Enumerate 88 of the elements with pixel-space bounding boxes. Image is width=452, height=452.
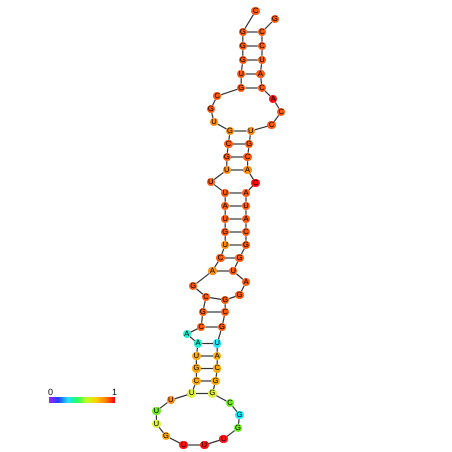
backbone-line [196, 273, 210, 284]
base-pair-line [200, 368, 213, 370]
backbone-line [249, 173, 254, 180]
base-pair-line [231, 156, 244, 158]
base-pair-line [196, 392, 208, 394]
backbone-line [159, 402, 168, 409]
backbone-line [221, 248, 224, 254]
backbone-line [211, 112, 214, 118]
backbone-line [190, 328, 198, 333]
backbone-line [224, 304, 226, 308]
backbone-line [158, 426, 164, 434]
backbone-line [242, 36, 244, 42]
base-pair-line [229, 231, 242, 233]
backbone-line [216, 360, 218, 364]
backbone-line [224, 223, 226, 228]
base-pair-line [245, 87, 258, 89]
backbone-line [236, 273, 244, 280]
backbone-line [245, 223, 247, 228]
backbone-line [217, 124, 227, 130]
backbone-line [234, 262, 238, 268]
base-pair-line [247, 31, 258, 33]
backbone-line [156, 415, 157, 420]
backbone-line [249, 135, 251, 140]
backbone-line [226, 161, 228, 166]
base-pair-line [210, 297, 222, 300]
backbone-line [224, 197, 226, 202]
backbone-line [208, 440, 220, 444]
backbone-line [242, 50, 244, 56]
base-pair-line [229, 192, 242, 194]
base-pair-line [232, 143, 245, 145]
base-pair-line [229, 244, 242, 246]
base-pair-line [216, 270, 229, 272]
backbone-line [274, 102, 280, 109]
backbone-line [241, 64, 243, 70]
base-pair-line [205, 326, 218, 328]
base-pair-line [224, 257, 236, 259]
backbone-line [264, 22, 272, 30]
backbone-line [240, 286, 245, 292]
base-pair-line [247, 59, 258, 61]
backbone-line [245, 236, 247, 241]
backbone-line [244, 14, 254, 29]
backbone-line [260, 64, 262, 70]
base-pair-line [229, 205, 242, 207]
backbone-line [224, 236, 226, 241]
backbone-line [260, 78, 262, 84]
backbone-line [216, 394, 227, 402]
base-pair-line [207, 311, 221, 313]
backbone-line [224, 210, 226, 215]
backbone-line [214, 184, 222, 191]
base-pair-line [229, 218, 242, 220]
backbone-line [245, 197, 247, 202]
backbone-line [248, 186, 254, 190]
base-pair-line [245, 73, 256, 75]
backbone-line [169, 437, 180, 444]
backbone-line [196, 348, 198, 352]
backbone-line [216, 348, 218, 352]
backbone-line [240, 78, 242, 84]
backbone-line [274, 115, 280, 122]
backbone-line [196, 288, 204, 295]
scale-label: 0 [48, 387, 54, 397]
base-pair-line [202, 342, 213, 344]
backbone-line [248, 148, 250, 153]
backbone-line [232, 406, 238, 412]
backbone-line [254, 126, 268, 130]
backbone-line [238, 419, 240, 424]
backbone-line [226, 148, 228, 153]
backbone-line [228, 296, 236, 300]
backbone-line [228, 135, 230, 140]
base-pair-line [200, 355, 213, 357]
backbone-line [226, 430, 236, 437]
scale-label: 1 [112, 387, 118, 397]
backbone-line [245, 210, 247, 215]
backbone-line [218, 330, 222, 340]
base-pair-line [200, 380, 212, 382]
backbone-line [247, 161, 248, 166]
backbone-line [174, 394, 188, 400]
backbone-line [222, 316, 225, 324]
backbone-line [214, 172, 224, 180]
backbone-line [221, 88, 238, 96]
backbone-line [201, 316, 203, 323]
backbone-line [216, 372, 218, 377]
base-pair-line [247, 45, 258, 47]
base-pair-line [234, 130, 247, 132]
backbone-line [240, 248, 245, 254]
backbone-line [212, 100, 216, 106]
backbone-line [188, 444, 200, 446]
backbone-line [203, 300, 206, 308]
base-pair-line [231, 169, 244, 171]
